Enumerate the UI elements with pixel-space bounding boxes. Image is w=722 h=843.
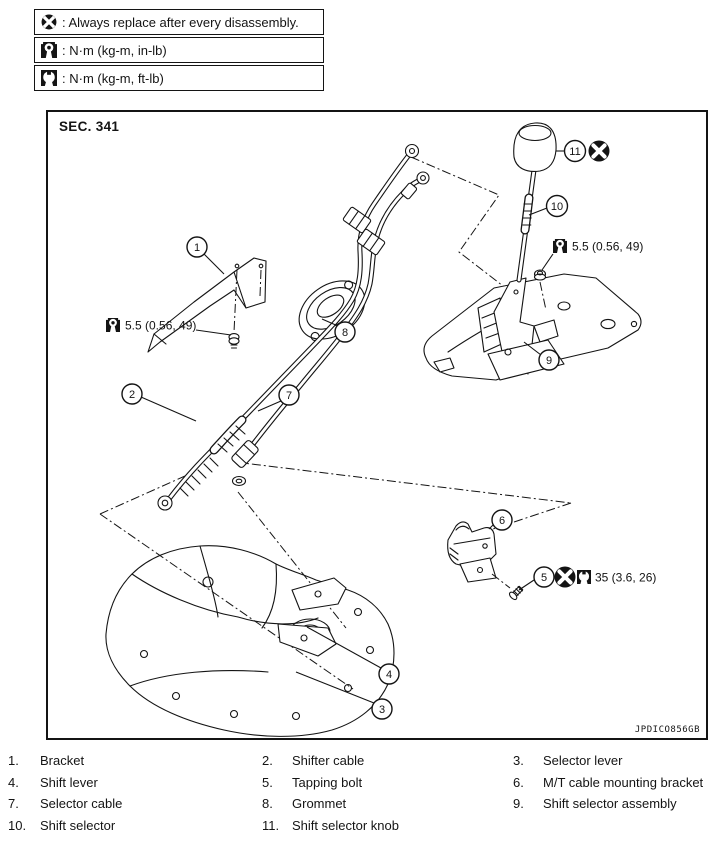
part-item: 10. Shift selector	[8, 818, 122, 840]
legend-text: : N·m (kg-m, in-lb)	[62, 42, 167, 58]
part-name: Bracket	[40, 753, 85, 768]
legend-text: : Always replace after every disassembly…	[62, 14, 299, 30]
callout-6: 6	[491, 509, 513, 531]
replace-icon	[588, 140, 610, 162]
torque-ft-lb-icon	[41, 70, 57, 86]
selector-nut	[533, 269, 547, 311]
callout-9: 9	[538, 349, 560, 371]
svg-text:5.5 (0.56, 49): 5.5 (0.56, 49)	[572, 240, 643, 254]
replace-icon	[554, 566, 576, 588]
part-number: 4.	[8, 774, 19, 790]
part-number: 3.	[513, 753, 524, 768]
legend-row-replace: : Always replace after every disassembly…	[34, 9, 324, 35]
part-item: 2. Shifter cable	[262, 753, 399, 775]
tapping-bolt	[508, 585, 524, 601]
part-name: Shift selector assembly	[543, 796, 677, 811]
legend-row-in-lb: : N·m (kg-m, in-lb)	[34, 37, 324, 63]
part-number: 5.	[262, 774, 273, 790]
part-number: 11.	[262, 817, 280, 833]
part-name: Selector lever	[543, 753, 623, 768]
part-name: M/T cable mounting bracket	[543, 774, 704, 790]
part-item: 7. Selector cable	[8, 796, 122, 818]
part-number: 10.	[8, 817, 27, 833]
replace-icon	[41, 14, 57, 30]
svg-text:6: 6	[499, 515, 505, 527]
svg-text:8: 8	[342, 327, 348, 339]
callout-4: 4	[378, 663, 400, 685]
parts-column-3: 3. Selector lever 6. M/T cable mounting …	[513, 753, 703, 818]
part-item: 4. Shift lever	[8, 775, 122, 797]
part-name: Grommet	[292, 796, 347, 811]
svg-text:9: 9	[546, 355, 552, 367]
callout-5: 5	[533, 566, 555, 588]
part-number: 6.	[513, 774, 524, 790]
callout-3: 3	[371, 698, 393, 720]
parts-column-2: 2. Shifter cable 5. Tapping bolt 8. Grom…	[262, 753, 399, 839]
svg-text:2: 2	[129, 389, 135, 401]
svg-text:5: 5	[541, 572, 547, 584]
callout-8: 8	[334, 321, 356, 343]
guide-lines	[99, 156, 572, 690]
legend-row-ft-lb: : N·m (kg-m, ft-lb)	[34, 65, 324, 91]
bracket-bolt	[228, 333, 240, 349]
part-number: 7.	[8, 796, 19, 811]
part-number: 2.	[262, 753, 273, 768]
shift-lever-part	[291, 577, 347, 611]
bracket-part	[147, 257, 267, 353]
callout-1: 1	[186, 236, 208, 258]
part-item: 11. Shift selector knob	[262, 818, 399, 840]
part-number: 9.	[513, 796, 524, 811]
part-item: 1. Bracket	[8, 753, 122, 775]
part-item: 3. Selector lever	[513, 753, 703, 775]
part-item: 8. Grommet	[262, 796, 399, 818]
svg-text:1: 1	[194, 242, 200, 254]
part-name: Shift selector knob	[292, 817, 399, 833]
callout-7: 7	[278, 384, 300, 406]
legend-text: : N·m (kg-m, ft-lb)	[62, 70, 164, 86]
shifter-cable	[157, 143, 420, 511]
part-name: Shift lever	[40, 774, 98, 790]
svg-text:35 (3.6, 26): 35 (3.6, 26)	[595, 571, 656, 585]
torque-in-lb-icon	[41, 42, 57, 58]
part-number: 8.	[262, 796, 273, 811]
part-number: 1.	[8, 753, 19, 768]
torque-bracket-bolt: 5.5 (0.56, 49)	[106, 318, 196, 333]
torque-tapping-bolt: 35 (3.6, 26)	[577, 570, 656, 585]
selector-lever-part	[277, 623, 337, 657]
part-name: Tapping bolt	[292, 774, 363, 790]
diagram-frame: 1 2 3 4 5 6 7 8 9 10 11	[46, 110, 708, 740]
leader-lines	[140, 150, 565, 704]
callout-10: 10	[545, 194, 569, 218]
grommet-part	[298, 280, 366, 342]
part-name: Shift selector	[40, 817, 116, 833]
section-label: SEC. 341	[59, 119, 120, 134]
part-item: 9. Shift selector assembly	[513, 796, 703, 818]
svg-text:10: 10	[551, 201, 563, 213]
svg-text:4: 4	[386, 669, 392, 681]
exploded-diagram: 1 2 3 4 5 6 7 8 9 10 11	[99, 122, 656, 737]
svg-text:11: 11	[569, 146, 580, 158]
svg-text:5.5 (0.56, 49): 5.5 (0.56, 49)	[125, 319, 196, 333]
figure-code: JPDICO856GB	[634, 725, 700, 735]
svg-text:3: 3	[379, 704, 385, 716]
callout-11: 11	[563, 139, 587, 163]
svg-text:7: 7	[286, 390, 292, 402]
cable-mounting-bracket	[447, 521, 511, 589]
part-item: 6. M/T cable mounting bracket	[513, 775, 703, 797]
parts-column-1: 1. Bracket 4. Shift lever 7. Selector ca…	[8, 753, 122, 839]
part-name: Selector cable	[40, 796, 123, 811]
part-name: Shifter cable	[292, 753, 365, 768]
transaxle-housing	[105, 545, 395, 737]
shift-selector-shaft	[516, 167, 537, 283]
legend: : Always replace after every disassembly…	[34, 9, 324, 93]
torque-selector-nut: 5.5 (0.56, 49)	[553, 239, 643, 254]
shift-selector-knob	[513, 122, 557, 172]
shift-selector-mechanism	[477, 277, 565, 381]
part-item: 5. Tapping bolt	[262, 775, 399, 797]
callout-2: 2	[121, 383, 143, 405]
